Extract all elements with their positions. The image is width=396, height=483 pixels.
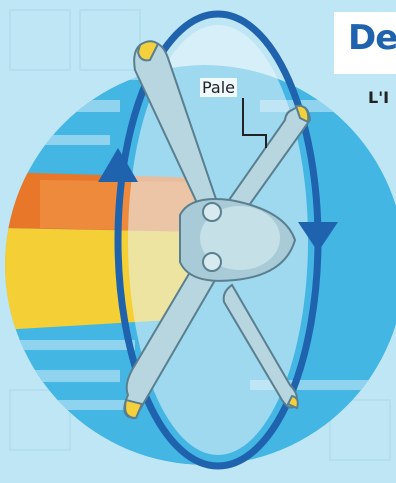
blade-label: Pale — [200, 78, 237, 97]
page-title: De — [348, 18, 396, 58]
page-subtitle: L'I — [368, 88, 389, 107]
